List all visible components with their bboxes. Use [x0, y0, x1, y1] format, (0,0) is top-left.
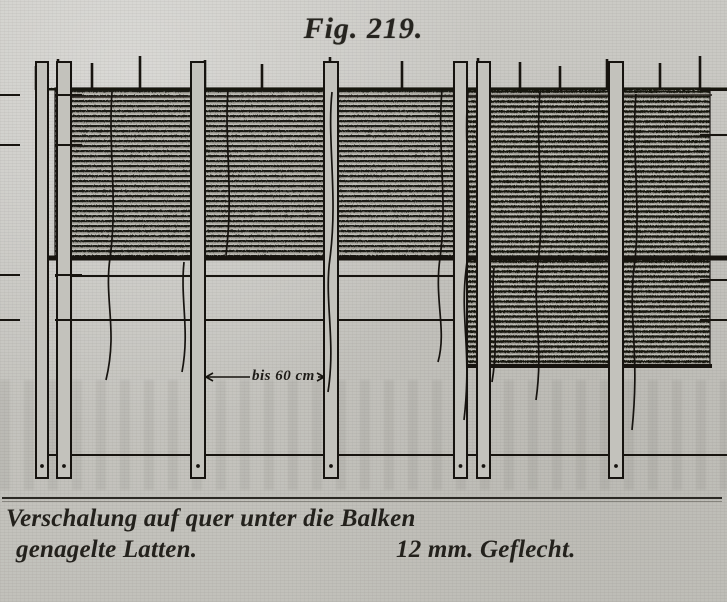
caption-rule [2, 497, 722, 499]
caption-rule-secondary [2, 501, 722, 502]
post [35, 61, 49, 479]
post [323, 61, 339, 479]
post [476, 61, 491, 479]
edge-tick-group [0, 89, 727, 321]
post [190, 61, 206, 479]
post-group [35, 61, 624, 479]
caption-line-1: Verschalung auf quer unter die Balken [6, 505, 416, 532]
dimension-label: bis 60 cm [252, 368, 315, 384]
sheathing-hatch-left [54, 87, 461, 259]
dimension-arrow [205, 372, 325, 382]
crack-line-group [105, 89, 638, 431]
figure-drawing [0, 56, 727, 479]
figure-title: Fig. 219. [303, 12, 424, 45]
joist-stub-group [34, 56, 702, 90]
post [453, 61, 468, 479]
post [56, 61, 72, 479]
caption-line-2b: 12 mm. Geflecht. [396, 536, 576, 563]
post [608, 61, 624, 479]
caption-line-2a: genagelte Latten. [16, 536, 198, 563]
sheathing-hatch-right [457, 87, 711, 367]
